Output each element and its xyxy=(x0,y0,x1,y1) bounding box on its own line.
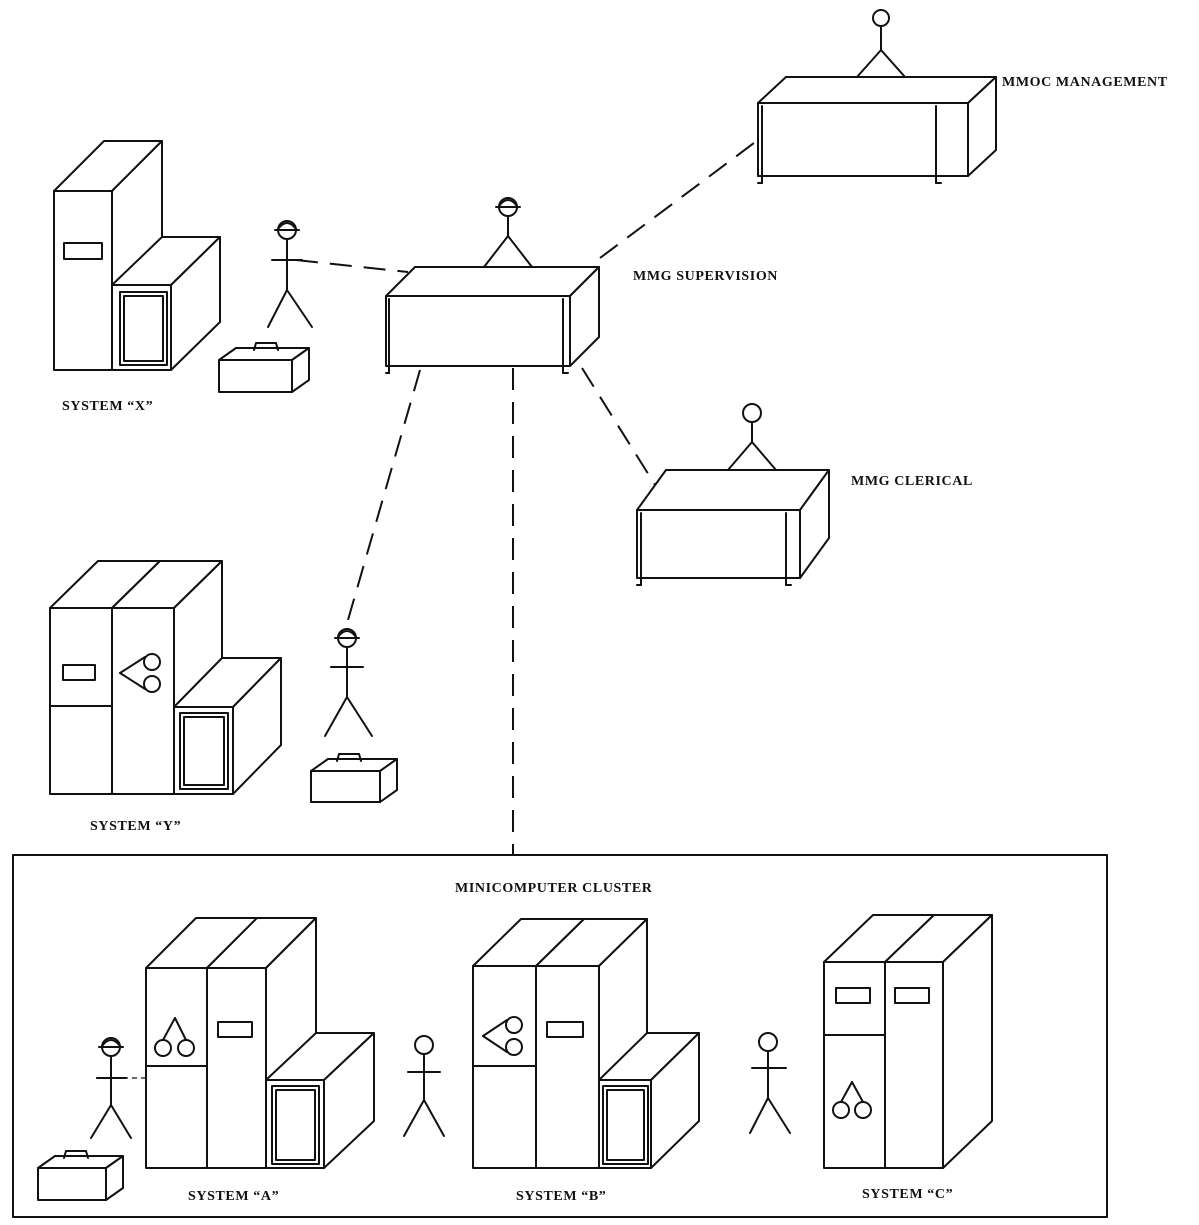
link-supervision-technician-x xyxy=(295,259,409,273)
helmet-person-icon xyxy=(90,1037,132,1139)
technician-y xyxy=(310,628,398,803)
helmet-person-icon xyxy=(324,628,373,737)
panel-display xyxy=(835,987,871,1004)
mmoc-management-desk xyxy=(757,9,997,184)
panel-display xyxy=(62,664,96,681)
person-icon xyxy=(727,403,777,471)
person-icon xyxy=(749,1032,791,1134)
operator-b-c xyxy=(749,1032,791,1134)
system-y-computer xyxy=(49,560,282,795)
link-supervision-technician-y xyxy=(347,369,421,621)
tape-reel-icon xyxy=(154,1017,195,1057)
panel-display xyxy=(63,242,103,260)
label-system-y: SYSTEM “Y” xyxy=(90,819,181,834)
toolbox-icon xyxy=(37,1150,124,1201)
technician-x xyxy=(218,220,313,393)
mmg-supervision-desk xyxy=(385,197,600,374)
helmet-person-icon xyxy=(483,197,533,268)
desk-icon xyxy=(636,469,830,586)
tape-reel-icon xyxy=(119,653,161,693)
system-x-computer xyxy=(53,140,221,371)
tape-reel-icon xyxy=(832,1081,872,1119)
panel-display xyxy=(217,1021,253,1038)
person-icon xyxy=(856,9,906,78)
label-system-x: SYSTEM “X” xyxy=(62,399,153,414)
panel-display xyxy=(894,987,930,1004)
cluster-boundary xyxy=(12,854,1108,1218)
technician-a xyxy=(37,1037,146,1201)
mmg-clerical-desk xyxy=(636,403,830,586)
toolbox-icon xyxy=(310,753,398,803)
tape-reel-icon xyxy=(482,1016,523,1056)
label-cluster-title: MINICOMPUTER CLUSTER xyxy=(455,881,653,896)
person-icon xyxy=(403,1035,445,1137)
label-system-b: SYSTEM “B” xyxy=(516,1189,606,1204)
desk-icon xyxy=(757,76,997,184)
panel-display xyxy=(546,1021,584,1038)
label-mmg-clerical: MMG CLERICAL xyxy=(851,474,973,489)
computer-cabinet-icon xyxy=(53,190,113,371)
system-a-computer xyxy=(145,917,375,1169)
operator-a-b xyxy=(403,1035,445,1137)
desk-icon xyxy=(385,266,600,374)
label-system-a: SYSTEM “A” xyxy=(188,1189,279,1204)
link-supervision-management xyxy=(599,139,759,259)
label-system-c: SYSTEM “C” xyxy=(862,1187,953,1202)
label-mmg-supervision: MMG SUPERVISION xyxy=(633,269,778,284)
system-b-computer xyxy=(472,918,700,1169)
system-c-computer xyxy=(823,914,993,1169)
helmet-person-icon xyxy=(267,220,313,328)
computer-cabinet-icon xyxy=(49,607,113,795)
label-mmoc-management: MMOC MANAGEMENT xyxy=(1002,75,1168,90)
computer-cabinet-icon xyxy=(145,967,208,1169)
link-supervision-clerical xyxy=(581,367,658,489)
toolbox-icon xyxy=(218,342,310,393)
connections xyxy=(295,139,759,855)
